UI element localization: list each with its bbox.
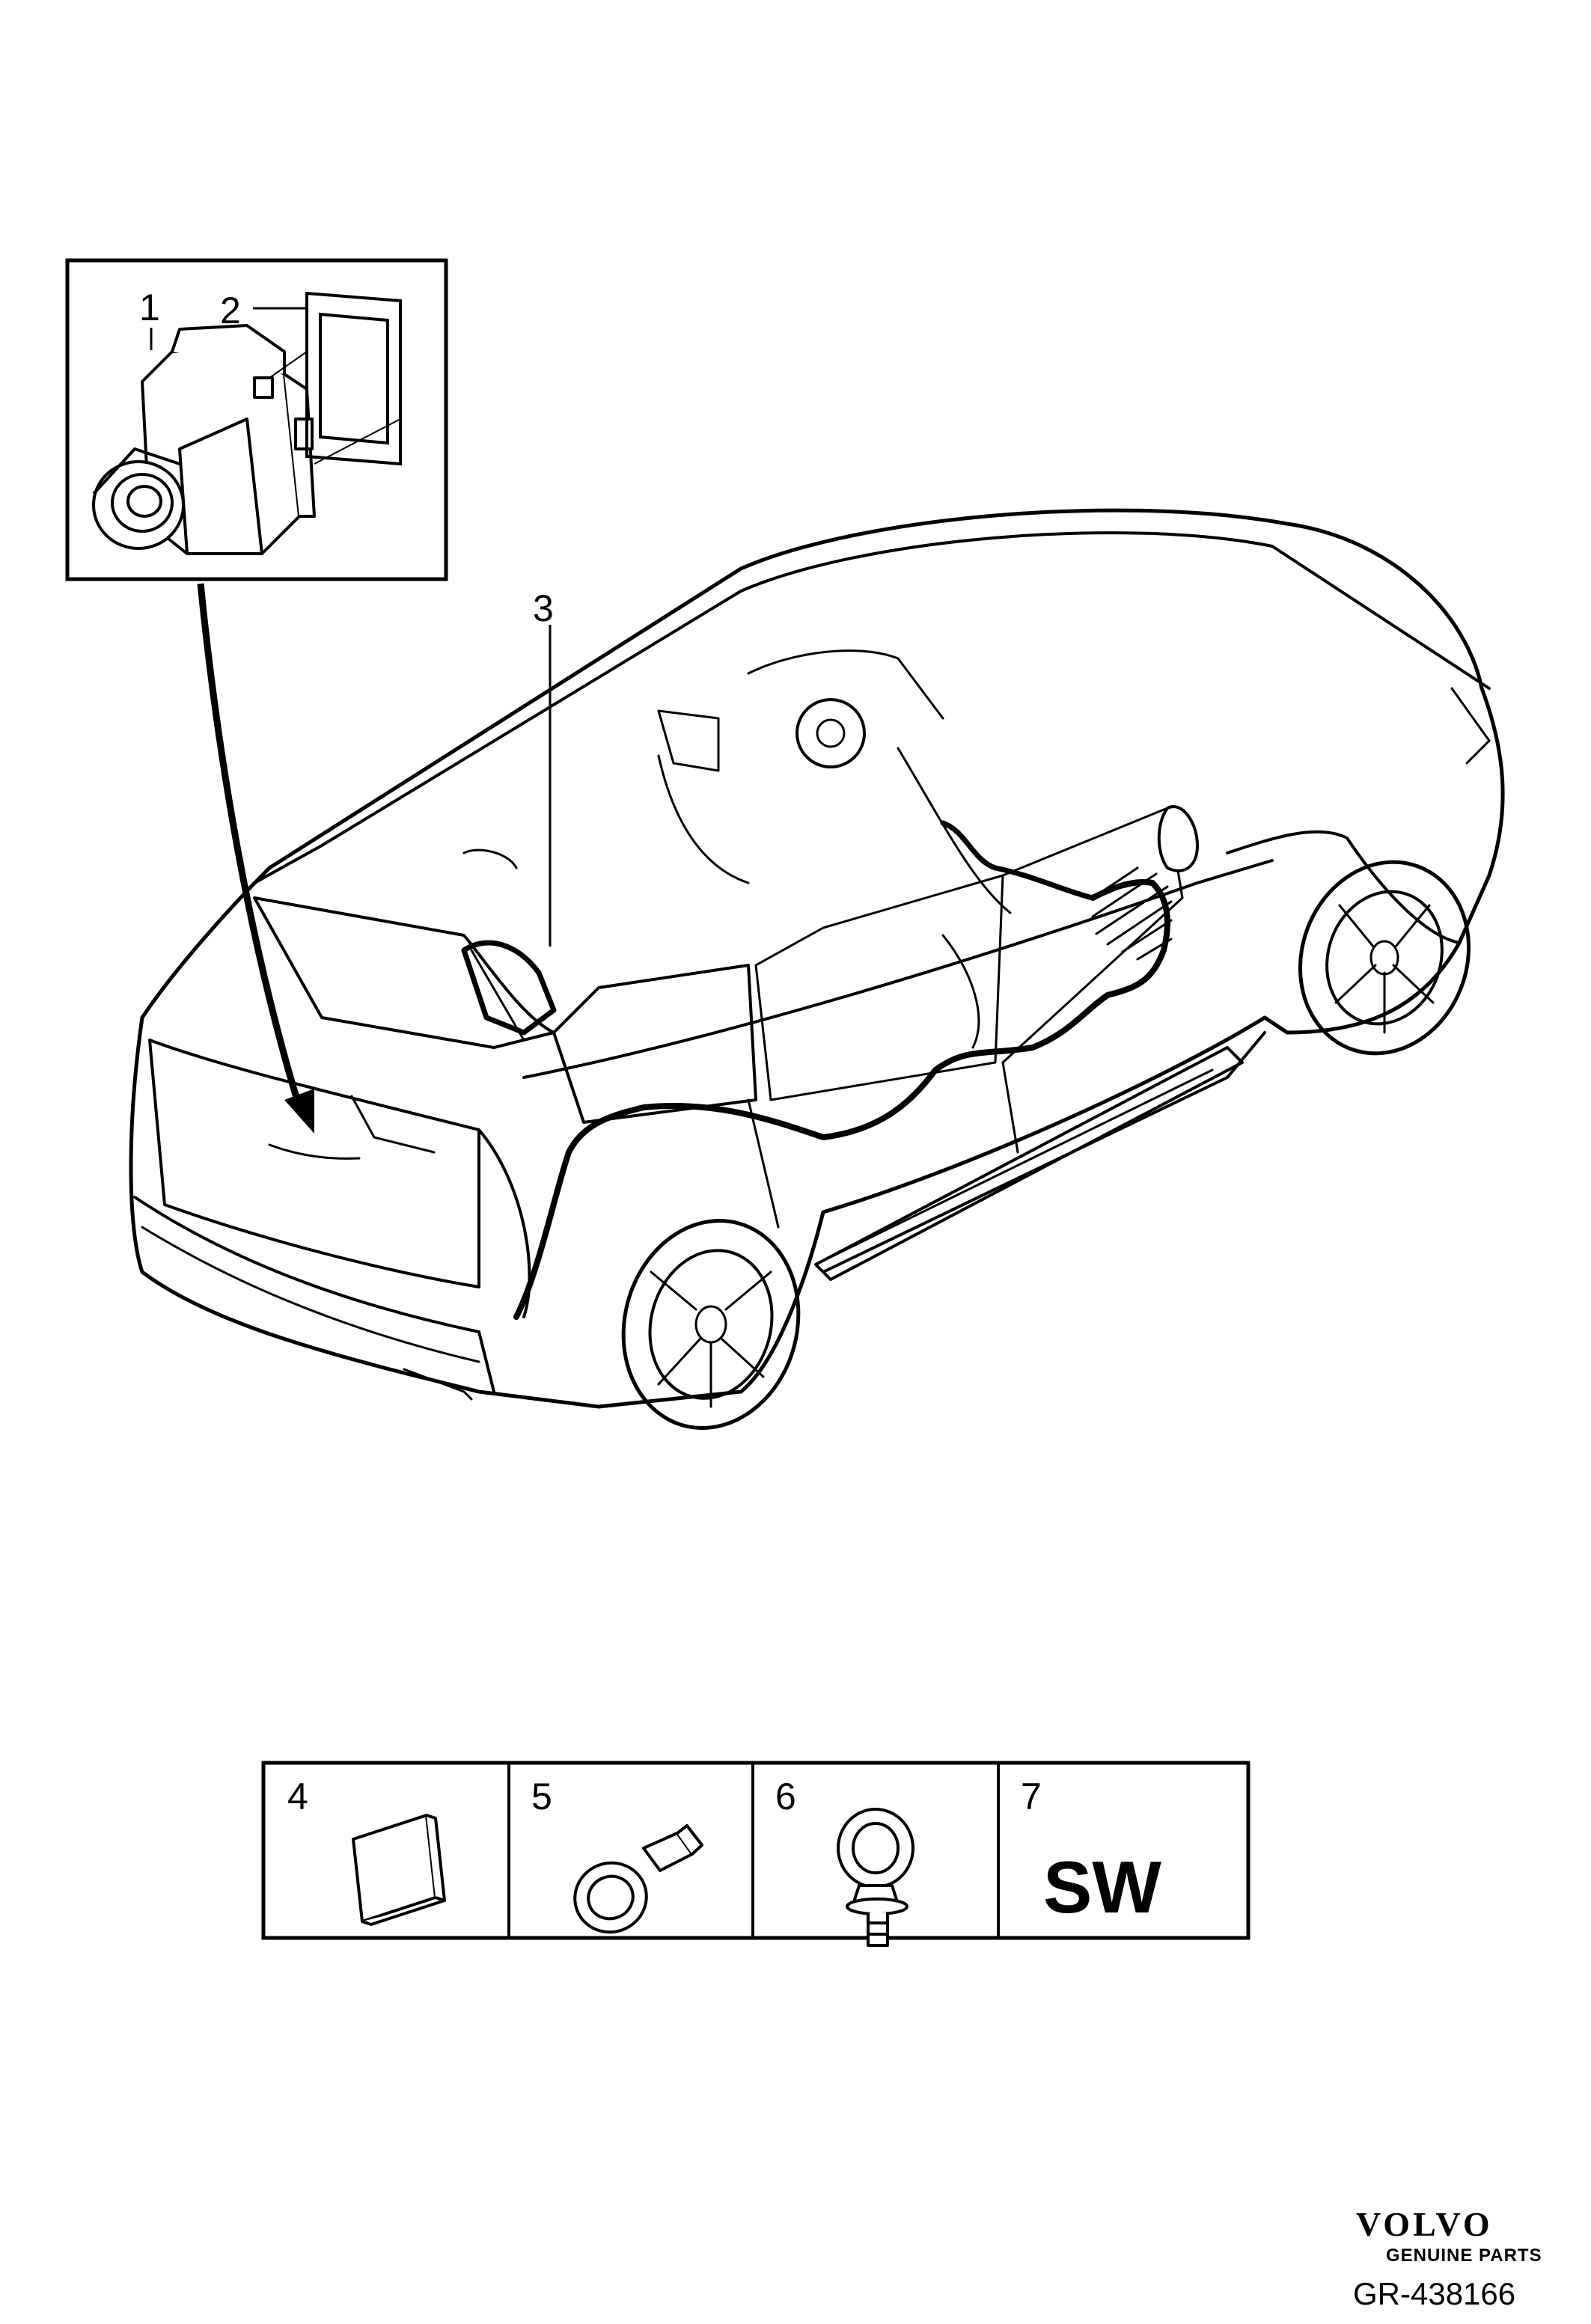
location-arrow (197, 583, 314, 1134)
callout-3: 3 (533, 587, 554, 629)
parts-table: 4 5 6 7 SW (261, 1761, 1250, 1947)
volvo-logo: VOLVO (1356, 2205, 1493, 2243)
callout-2: 2 (220, 290, 241, 331)
clip-part (837, 1808, 914, 1947)
callout-4: 4 (287, 1776, 308, 1817)
cable-tie-part (573, 1824, 703, 1934)
wiring-harness (461, 820, 1170, 1320)
callout-5: 5 (531, 1776, 552, 1817)
vehicle-drawing (129, 508, 1505, 1430)
camera-part (92, 324, 316, 555)
callout-6: 6 (775, 1776, 796, 1817)
genuine-parts-label: GENUINE PARTS (1386, 2245, 1542, 2266)
callout-1: 1 (139, 287, 160, 328)
gasket-part (269, 291, 402, 466)
brand-block: VOLVO GENUINE PARTS GR-438166 (1353, 2205, 1542, 2311)
callout-7: 7 (1021, 1776, 1042, 1817)
pad-part (352, 1814, 446, 1926)
detail-inset: 1 2 (65, 258, 448, 581)
software-label: SW (1043, 1846, 1161, 1928)
figure-reference: GR-438166 (1353, 2276, 1515, 2311)
